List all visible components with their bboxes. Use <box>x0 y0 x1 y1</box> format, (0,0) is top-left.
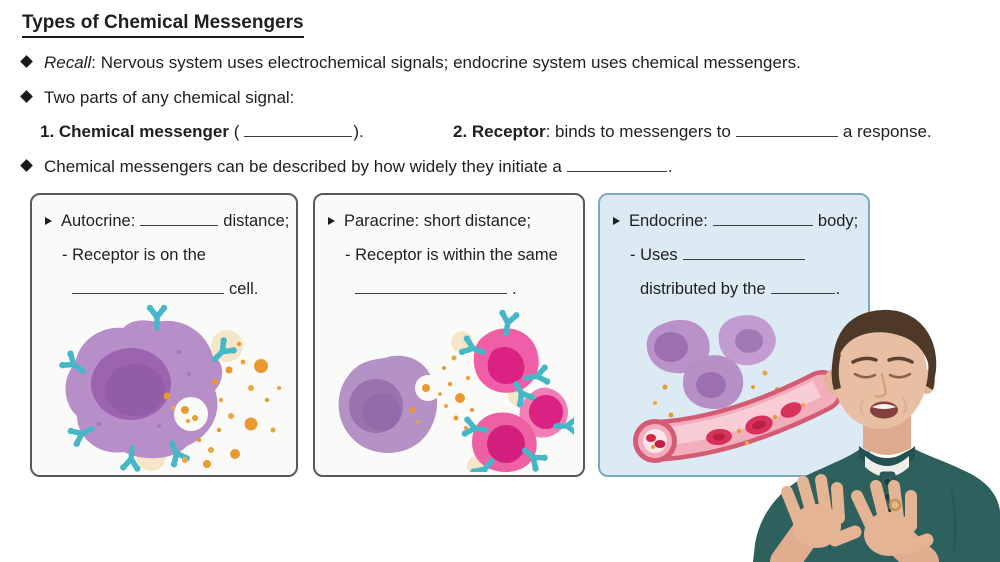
autocrine-line1: Autocrine:distance; <box>45 212 289 231</box>
blank-messenger-type <box>244 124 353 137</box>
page-title: Types of Chemical Messengers <box>22 12 304 38</box>
bullet-two-parts: Two parts of any chemical signal: <box>20 88 295 108</box>
triangle-bullet-icon <box>613 217 620 225</box>
blank-autocrine-cell <box>72 281 224 294</box>
autocrine-line2: - Receptor is on the <box>62 246 206 264</box>
chemical-signal-parts: 1. Chemical messenger (). 2. Receptor: b… <box>40 122 932 142</box>
blank-endocrine-scope <box>712 213 813 226</box>
blank-response-scope <box>566 159 667 172</box>
blank-endocrine-transport <box>770 281 835 294</box>
part1-label: 1. Chemical messenger <box>40 122 229 141</box>
recall-label: Recall <box>44 53 92 72</box>
part1-chemical-messenger: 1. Chemical messenger (). <box>40 122 364 141</box>
blank-receptor-action <box>735 124 838 137</box>
paracrine-box: Paracrine: short distance; - Receptor is… <box>313 193 585 477</box>
two-parts-text: Two parts of any chemical signal: <box>44 88 295 107</box>
paracrine-cells-illustration <box>338 306 574 472</box>
instructor-presenter <box>753 309 1000 562</box>
blank-paracrine-target <box>355 281 507 294</box>
paracrine-line3: . <box>328 280 570 299</box>
diamond-bullet-icon <box>20 90 33 103</box>
autocrine-line3: cell. <box>45 280 283 299</box>
autocrine-box: Autocrine:distance; - Receptor is on the… <box>30 193 298 477</box>
diamond-bullet-icon <box>20 55 33 68</box>
autocrine-cell-illustration <box>39 304 281 472</box>
endocrine-line3: distributed by the. <box>640 280 841 298</box>
wedding-ring <box>888 498 902 512</box>
endocrine-line1: Endocrine:body; <box>613 212 858 231</box>
triangle-bullet-icon <box>45 217 52 225</box>
bullet-recall: Recall: Nervous system uses electrochemi… <box>20 53 801 73</box>
endocrine-line2: - Uses <box>613 246 855 265</box>
paracrine-line1: Paracrine: short distance; <box>328 212 570 231</box>
blank-endocrine-messenger <box>682 247 805 260</box>
endocrine-cells-blood-vessel-illustration <box>633 315 843 463</box>
blank-autocrine-distance <box>140 213 219 226</box>
paracrine-line2: - Receptor is within the same <box>345 246 558 264</box>
part2-label: 2. Receptor <box>453 122 546 141</box>
endocrine-box: Endocrine:body; - Uses distributed by th… <box>598 193 870 477</box>
recall-text: : Nervous system uses electrochemical si… <box>91 53 801 72</box>
widely-text: Chemical messengers can be described by … <box>44 157 562 176</box>
bullet-described-widely: Chemical messengers can be described by … <box>20 157 673 177</box>
diamond-bullet-icon <box>20 159 33 172</box>
triangle-bullet-icon <box>328 217 335 225</box>
